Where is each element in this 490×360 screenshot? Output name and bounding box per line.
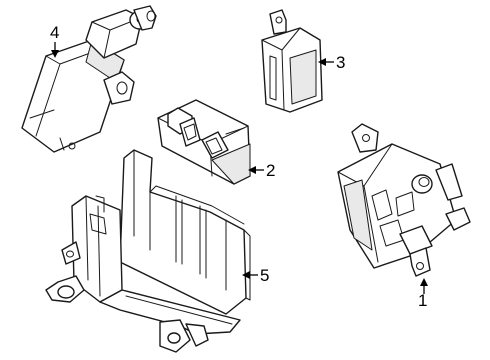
callout-3: 3 (318, 53, 345, 72)
part-1-module (337, 123, 471, 277)
callout-2-label: 2 (266, 161, 275, 180)
callout-3-label: 3 (336, 53, 345, 72)
part-5-bracket (45, 149, 251, 353)
part-2-module (157, 99, 251, 185)
callout-4: 4 (50, 23, 59, 58)
callout-1: 1 (418, 278, 428, 310)
callout-5-label: 5 (260, 266, 269, 285)
callout-1-label: 1 (418, 291, 427, 310)
part-3-module (261, 9, 323, 113)
part-4-module (21, 5, 157, 153)
callout-2: 2 (248, 161, 275, 180)
callout-5: 5 (242, 266, 269, 285)
callout-4-label: 4 (50, 23, 59, 42)
